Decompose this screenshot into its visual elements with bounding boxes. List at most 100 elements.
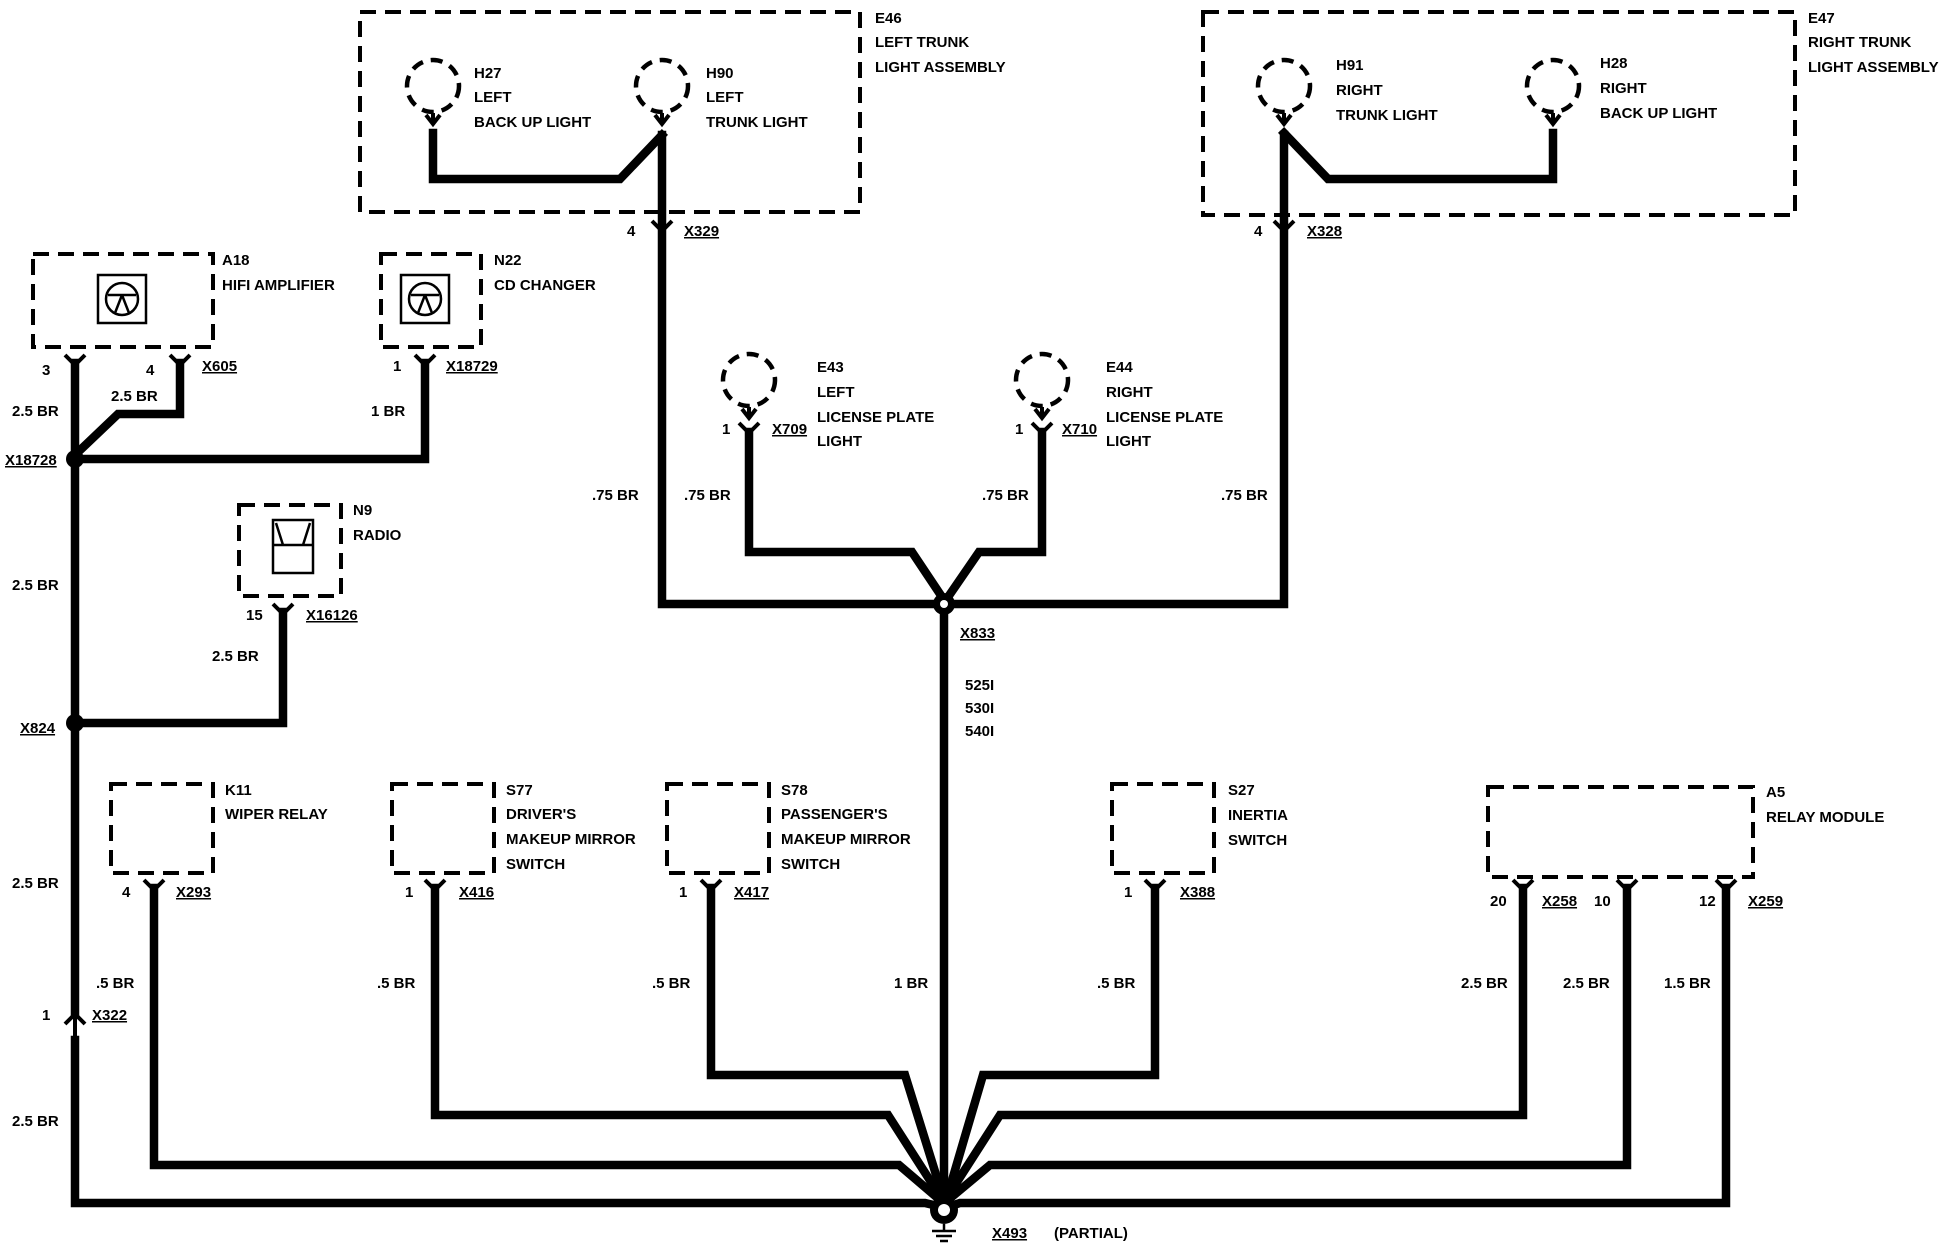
wire-n22	[70, 358, 430, 464]
a5-id: A5	[1766, 784, 1785, 801]
wire-right-trunk	[941, 130, 1289, 609]
wire-spec: 2.5 BR	[12, 577, 59, 594]
e43-label-3: LIGHT	[817, 433, 862, 450]
n22-id: N22	[494, 252, 522, 269]
connector-x388: X388	[1180, 884, 1215, 901]
wire-s27	[942, 883, 1160, 1200]
pin-number: 1	[42, 1007, 50, 1024]
radio-icon	[271, 518, 315, 575]
pin-mark-icon	[1272, 219, 1296, 234]
a5-box	[1486, 785, 1755, 879]
a18-box	[31, 252, 215, 349]
connector-x18729: X18729	[446, 358, 498, 375]
pin-mark-icon	[699, 878, 723, 893]
wire-x322-ground	[70, 1035, 948, 1213]
pin-number: 1	[1124, 884, 1132, 901]
splice-code: 525I	[965, 677, 994, 694]
component-labels: E46 LEFT TRUNK LIGHT ASSEMBLY H27 LEFT B…	[222, 10, 1939, 873]
connector-x417: X417	[734, 884, 769, 901]
pin-number: 1	[405, 884, 413, 901]
pin-number: 1	[679, 884, 687, 901]
wire-s77	[430, 883, 946, 1202]
wire-spec: .75 BR	[684, 487, 731, 504]
s78-id: S78	[781, 782, 808, 799]
connector-x833: X833	[960, 625, 995, 642]
wire-spec: 2.5 BR	[12, 403, 59, 420]
n9-id: N9	[353, 502, 372, 519]
s77-box	[390, 782, 496, 875]
connector-x258: X258	[1542, 893, 1577, 910]
pin-mark-icon	[737, 421, 761, 436]
connector-x18728: X18728	[5, 452, 57, 469]
h91-label-2: TRUNK LIGHT	[1336, 107, 1438, 124]
s77-label-3: SWITCH	[506, 856, 565, 873]
component-boxes	[31, 10, 1797, 879]
wire-spec: 2.5 BR	[12, 875, 59, 892]
h28-label-2: BACK UP LIGHT	[1600, 105, 1717, 122]
h90-label-2: TRUNK LIGHT	[706, 114, 808, 131]
connector-x605: X605	[202, 358, 237, 375]
e43-label-2: LICENSE PLATE	[817, 409, 934, 426]
wire-k11	[149, 883, 946, 1206]
e47-id: E47	[1808, 10, 1835, 27]
s27-label-2: SWITCH	[1228, 832, 1287, 849]
wire-spec: .5 BR	[652, 975, 691, 992]
pin-number: 4	[627, 223, 636, 240]
pin-mark-icon	[63, 1011, 87, 1040]
wire-left-plate	[744, 427, 950, 606]
wire-spec: .75 BR	[592, 487, 639, 504]
wires	[68, 126, 1731, 1213]
k11-box	[109, 782, 215, 875]
h91-bulb-icon	[1255, 57, 1313, 115]
a18-id: A18	[222, 252, 250, 269]
pin-mark-icon	[1143, 878, 1167, 893]
wire-spec: 2.5 BR	[12, 1113, 59, 1130]
connector-x329: X329	[684, 223, 719, 240]
h91-label-1: RIGHT	[1336, 82, 1383, 99]
e44-label-3: LIGHT	[1106, 433, 1151, 450]
pin-mark-icon	[142, 878, 166, 893]
connector-labels: X329 X328 X605 X18729 X18728 X709 X710 X…	[5, 223, 1783, 1242]
pin-mark-icon	[413, 353, 437, 368]
splice-code: 530I	[965, 700, 994, 717]
pin-number: 1	[393, 358, 401, 375]
wire-spec: 2.5 BR	[212, 648, 259, 665]
connector-pins	[63, 219, 1738, 1040]
splice-x18728	[66, 450, 84, 468]
connector-x259: X259	[1748, 893, 1783, 910]
wire-right-plate	[940, 427, 1047, 606]
s77-label-2: MAKEUP MIRROR	[506, 831, 636, 848]
splice-x824	[66, 714, 84, 732]
s78-label-3: SWITCH	[781, 856, 840, 873]
wire-spec: 2.5 BR	[1461, 975, 1508, 992]
pin-mark-icon	[1511, 878, 1535, 893]
e46-label-1: LEFT TRUNK	[875, 34, 969, 51]
wire-spec: .5 BR	[1097, 975, 1136, 992]
wire-a5-pin10	[942, 883, 1632, 1206]
pin-mark-icon	[271, 602, 295, 617]
pin-mark-icon	[63, 353, 87, 368]
pin-number: 12	[1699, 893, 1716, 910]
e44-label-2: LICENSE PLATE	[1106, 409, 1223, 426]
e46-label-2: LIGHT ASSEMBLY	[875, 59, 1006, 76]
s77-label-1: DRIVER'S	[506, 806, 576, 823]
wire-spec: .75 BR	[982, 487, 1029, 504]
connector-x709: X709	[772, 421, 807, 438]
e44-bulb-icon	[1013, 351, 1071, 409]
e44-label-1: RIGHT	[1106, 384, 1153, 401]
connector-x416: X416	[459, 884, 494, 901]
n22-box	[379, 252, 483, 349]
speaker-icon	[96, 273, 148, 325]
h27-id: H27	[474, 65, 502, 82]
h28-label-1: RIGHT	[1600, 80, 1647, 97]
pin-number: 1	[1015, 421, 1023, 438]
connector-x293: X293	[176, 884, 211, 901]
n22-label-1: CD CHANGER	[494, 277, 596, 294]
pin-number: 20	[1490, 893, 1507, 910]
s27-id: S27	[1228, 782, 1255, 799]
speaker-icon	[399, 273, 451, 325]
pin-mark-icon	[1030, 421, 1054, 436]
wire-h27-h90	[428, 128, 669, 184]
splices	[66, 450, 958, 1243]
